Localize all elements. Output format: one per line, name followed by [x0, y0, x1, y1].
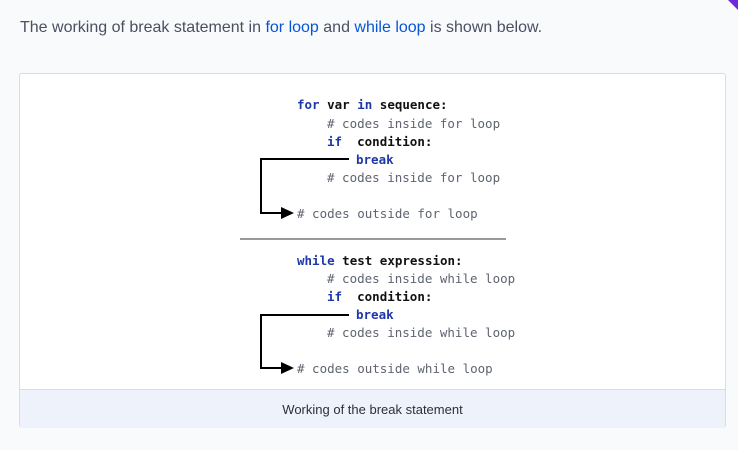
for-line-inside-1: # codes inside for loop	[327, 116, 501, 131]
corner-accent	[728, 0, 738, 10]
intro-paragraph: The working of break statement in for lo…	[20, 19, 542, 37]
intro-text-prefix: The working of break statement in	[20, 19, 266, 36]
while-line-header: while test expression:	[297, 253, 463, 268]
while-line-outside: # codes outside while loop	[297, 361, 493, 376]
while-line-inside-2: # codes inside while loop	[327, 325, 516, 340]
for-line-if: if condition:	[327, 134, 433, 149]
for-line-header: for var in sequence:	[297, 97, 448, 112]
while-line-break: break	[356, 307, 394, 322]
while-line-inside-1: # codes inside while loop	[327, 271, 516, 286]
while-loop-link[interactable]: while loop	[354, 19, 426, 36]
intro-text-middle: and	[318, 19, 355, 36]
for-loop-link[interactable]: for loop	[265, 19, 319, 36]
break-flow-arrows	[260, 158, 349, 374]
for-line-inside-2: # codes inside for loop	[327, 170, 501, 185]
block-divider	[240, 238, 506, 240]
for-break-arrow	[260, 158, 349, 214]
figure-caption: Working of the break statement	[20, 389, 725, 428]
for-arrowhead	[281, 207, 294, 219]
intro-text-suffix: is shown below.	[425, 19, 543, 36]
for-line-outside: # codes outside for loop	[297, 206, 478, 221]
while-arrowhead	[281, 362, 294, 374]
break-statement-diagram: for var in sequence: # codes inside for …	[231, 74, 519, 389]
while-break-arrow	[260, 314, 349, 369]
for-line-break: break	[356, 152, 394, 167]
while-line-if: if condition:	[327, 289, 433, 304]
figure-card: for var in sequence: # codes inside for …	[19, 73, 726, 428]
